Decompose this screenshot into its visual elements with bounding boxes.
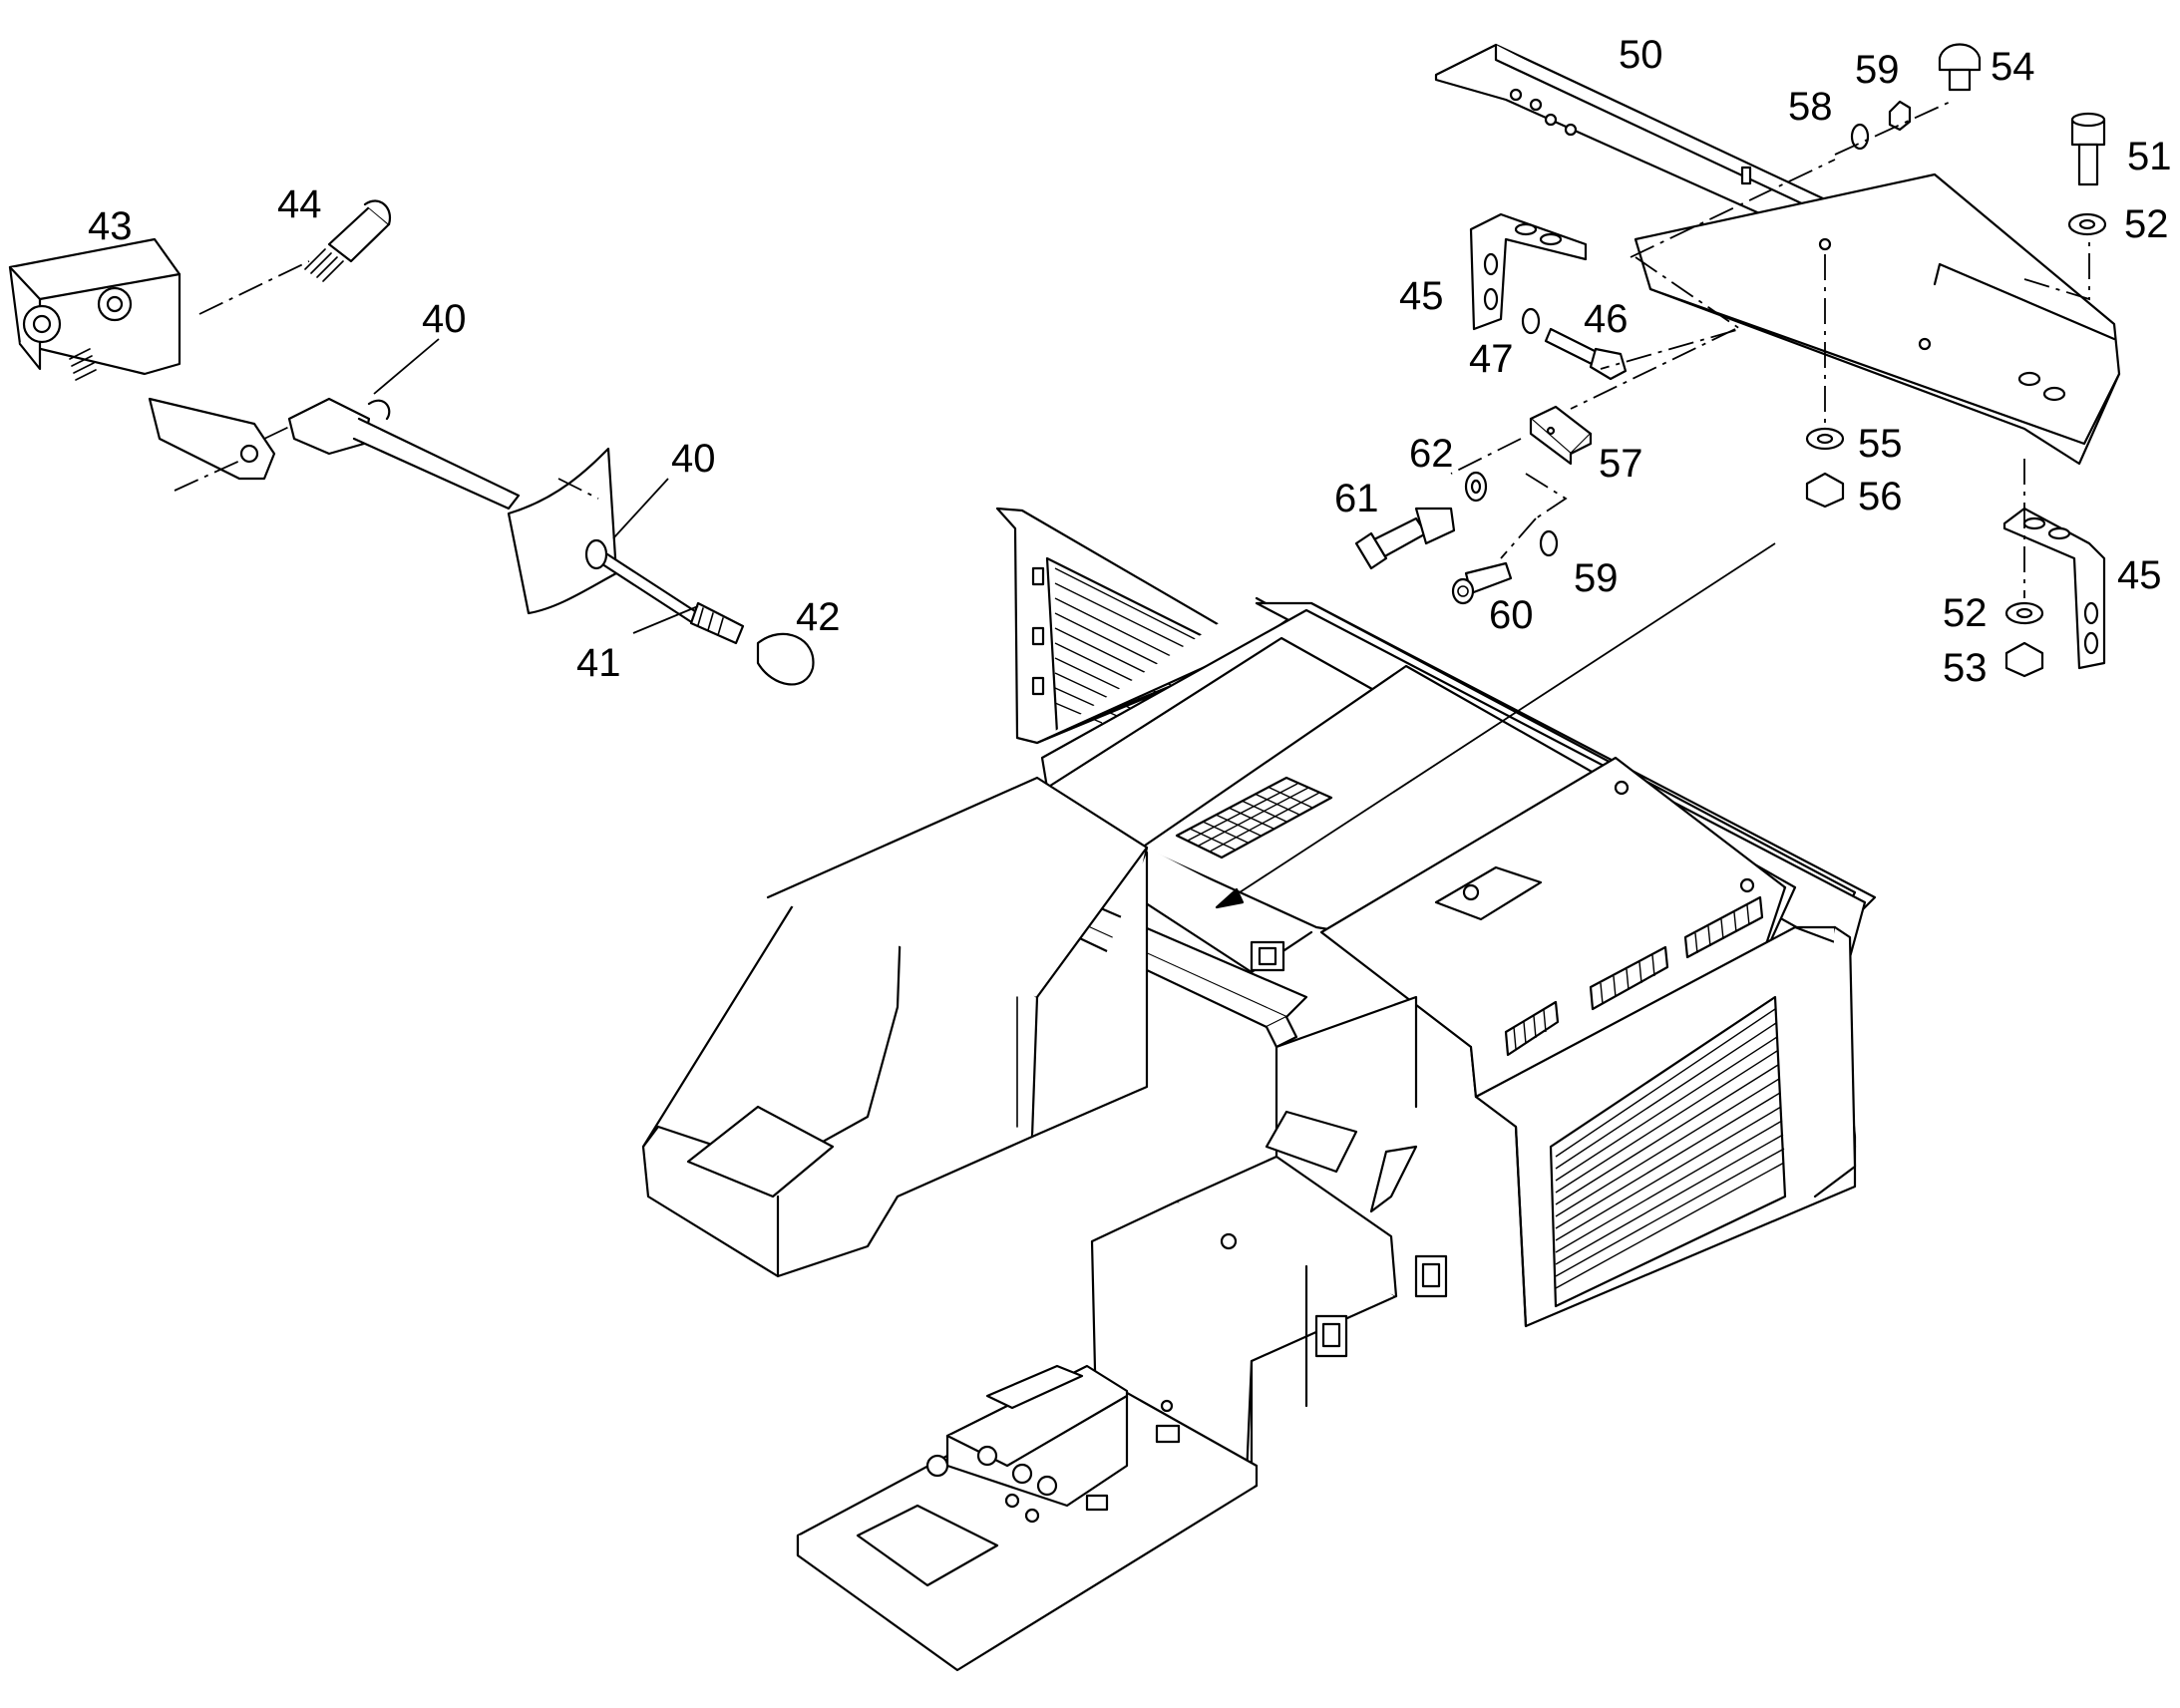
- nut-60: [1888, 100, 1912, 132]
- washer-52-upper: [2067, 212, 2107, 236]
- callout-labels: 43 44 40 40 42 41 50 59 58 54 51 52 45 4…: [88, 33, 2172, 690]
- callout-47: 47: [1469, 337, 1514, 381]
- washer-55: [1805, 427, 1845, 451]
- callout-41: 41: [576, 641, 621, 685]
- callout-53: 53: [1943, 646, 1988, 690]
- callout-45-right: 45: [2117, 553, 2162, 597]
- base-plate: [796, 1364, 1259, 1672]
- washer-59-lower: [1539, 529, 1559, 557]
- callout-45-left: 45: [1399, 274, 1444, 318]
- callout-54: 54: [1991, 45, 2035, 89]
- callout-42: 42: [796, 595, 841, 639]
- nut-56: [1805, 472, 1845, 509]
- bolt-51: [2070, 112, 2106, 186]
- clamp-block-57: [1529, 405, 1593, 466]
- callout-leaders: [373, 338, 1776, 909]
- callout-51: 51: [2127, 135, 2172, 178]
- callout-60: 59: [1855, 48, 1900, 92]
- bracket-long: [1634, 172, 2121, 466]
- callout-62: 62: [1409, 432, 1454, 476]
- bolt-46: [1544, 327, 1628, 381]
- callout-52-lower: 52: [1943, 591, 1988, 635]
- callout-40-lower: 40: [671, 437, 716, 481]
- rear-vent-panel: [995, 507, 1244, 745]
- callout-52-upper: 52: [2124, 202, 2169, 246]
- hood-vent-slots: [1504, 895, 1764, 1057]
- assembly-lines: [174, 99, 2090, 598]
- latch-housing-43: [8, 237, 276, 481]
- left-seat-tower: [641, 776, 1149, 1278]
- bracket-45-left: [1469, 212, 1588, 331]
- washer-62: [1464, 471, 1488, 503]
- knob-42: [756, 632, 815, 686]
- washer-47: [1521, 307, 1541, 335]
- console-body: [641, 507, 1877, 1672]
- callout-46: 46: [1584, 297, 1629, 341]
- rod-40-upper: [287, 397, 521, 511]
- callout-59-lower: 59: [1574, 556, 1619, 600]
- front-control-box: [1090, 995, 1448, 1488]
- bolt-54: [1938, 43, 1982, 92]
- callout-59-upper: 58: [1788, 85, 1833, 129]
- callout-57: 57: [1599, 442, 1643, 486]
- washer-52-lower: [2004, 601, 2044, 625]
- bolt-58: [1451, 561, 1513, 605]
- rod-41: [584, 538, 745, 645]
- callout-56: 56: [1858, 475, 1903, 518]
- top-grille: [1175, 776, 1333, 859]
- callout-43: 43: [88, 204, 133, 248]
- callout-58: 60: [1489, 593, 1534, 637]
- washer-59-upper: [1850, 123, 1870, 151]
- callout-55: 55: [1858, 422, 1903, 466]
- bracket-45-right: [2002, 507, 2106, 670]
- callout-50: 50: [1619, 33, 1663, 77]
- bolt-61: [1354, 507, 1456, 570]
- callout-40-upper: 40: [422, 297, 467, 341]
- nut-53: [2004, 641, 2044, 678]
- wall-panel: [507, 447, 618, 615]
- screw-44: [304, 199, 392, 282]
- callout-44: 44: [277, 182, 322, 226]
- callout-61: 61: [1334, 477, 1379, 520]
